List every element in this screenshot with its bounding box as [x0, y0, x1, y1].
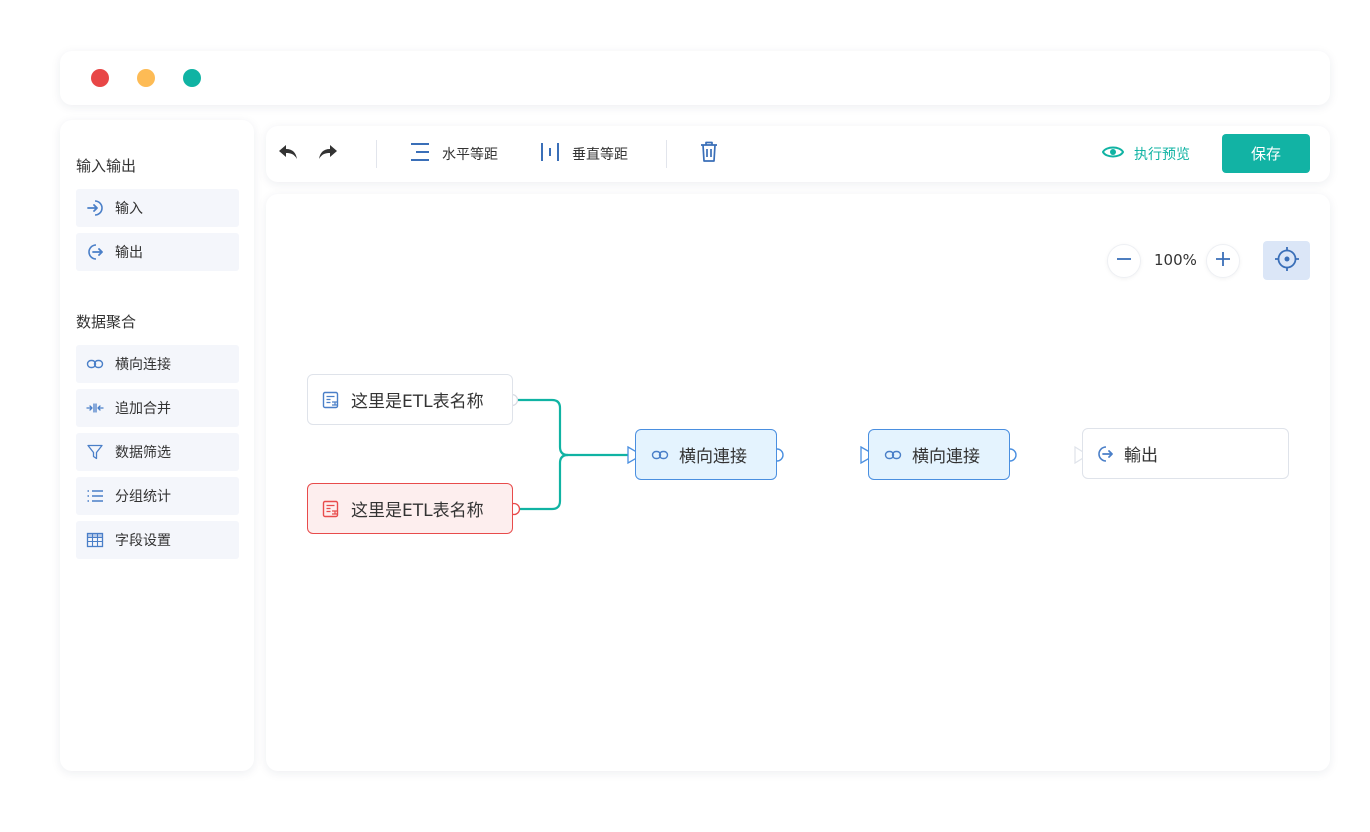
window-maximize-button[interactable] — [183, 69, 201, 87]
sidebar-item-horizontal-join[interactable]: 横向连接 — [76, 345, 239, 383]
sidebar-item-label: 输出 — [115, 245, 143, 261]
table-doc-icon — [321, 390, 341, 410]
horizontal-spacing-label: 水平等距 — [442, 147, 498, 163]
toolbar-divider — [376, 140, 377, 168]
window-minimize-button[interactable] — [137, 69, 155, 87]
preview-button[interactable]: 执行预览 — [1101, 140, 1190, 168]
sidebar-item-field-settings[interactable]: 字段设置 — [76, 521, 239, 559]
horizontal-spacing-icon — [408, 140, 432, 168]
group-title-aggregation: 数据聚合 — [76, 313, 137, 331]
preview-label: 执行预览 — [1134, 147, 1190, 163]
output-icon — [1096, 445, 1114, 463]
eye-icon — [1101, 144, 1125, 164]
node-label: 横向連接 — [679, 447, 747, 467]
node-label: 横向連接 — [912, 447, 980, 467]
vertical-spacing-icon — [538, 140, 562, 168]
sidebar-item-append-merge[interactable]: 追加合并 — [76, 389, 239, 427]
horizontal-join-node[interactable]: 横向連接 — [868, 429, 1010, 480]
sidebar-item-label: 分组统计 — [115, 489, 171, 505]
window-title-bar — [60, 51, 1330, 105]
locate-center-button[interactable] — [1263, 241, 1310, 280]
vertical-spacing-label: 垂直等距 — [572, 147, 628, 163]
toolbar-divider — [666, 140, 667, 168]
link-source1-join1 — [514, 398, 628, 457]
redo-button[interactable] — [316, 140, 340, 168]
output-node[interactable]: 輸出 — [1082, 428, 1289, 479]
vertical-spacing-button[interactable]: 垂直等距 — [538, 140, 628, 168]
sidebar-item-output[interactable]: 输出 — [76, 233, 239, 271]
link-icon — [86, 355, 104, 373]
sidebar-item-label: 数据筛选 — [115, 445, 171, 461]
horizontal-spacing-button[interactable]: 水平等距 — [408, 140, 498, 168]
toolbar: 水平等距 垂直等距 执行预览 保存 — [266, 126, 1330, 182]
input-icon — [86, 199, 104, 217]
table-doc-icon — [321, 499, 341, 519]
sidebar-item-label: 输入 — [115, 201, 143, 217]
redo-icon — [316, 140, 340, 168]
list-icon — [86, 487, 104, 505]
sidebar-item-label: 追加合并 — [115, 401, 171, 417]
link-icon — [651, 446, 669, 464]
output-icon — [86, 243, 104, 261]
source-table-node[interactable]: 这里是ETL表名称 — [307, 374, 513, 425]
save-button[interactable]: 保存 — [1222, 134, 1310, 173]
node-label: 这里是ETL表名称 — [351, 392, 484, 412]
sidebar-item-input[interactable]: 输入 — [76, 189, 239, 227]
zoom-out-button[interactable] — [1107, 244, 1141, 278]
window-close-button[interactable] — [91, 69, 109, 87]
delete-button[interactable] — [698, 140, 720, 168]
source-table-node-error[interactable]: 这里是ETL表名称 — [307, 483, 513, 534]
trash-icon — [698, 140, 720, 168]
node-label: 这里是ETL表名称 — [351, 501, 484, 521]
zoom-in-button[interactable] — [1206, 244, 1240, 278]
component-sidebar: 输入输出 输入 输出 数据聚合 横向连接 追加合并 数据筛选 分组统计 — [60, 120, 254, 771]
zoom-level: 100% — [1154, 251, 1197, 269]
sidebar-item-label: 字段设置 — [115, 533, 171, 549]
link-source2-join1 — [514, 453, 569, 511]
crosshair-icon — [1274, 246, 1300, 276]
sidebar-item-group-stats[interactable]: 分组统计 — [76, 477, 239, 515]
filter-icon — [86, 443, 104, 461]
undo-button[interactable] — [276, 140, 300, 168]
horizontal-join-node[interactable]: 横向連接 — [635, 429, 777, 480]
plus-icon — [1214, 250, 1232, 272]
sidebar-item-data-filter[interactable]: 数据筛选 — [76, 433, 239, 471]
table-icon — [86, 531, 104, 549]
group-title-io: 输入输出 — [76, 157, 137, 175]
link-icon — [884, 446, 902, 464]
append-merge-icon — [86, 399, 104, 417]
undo-icon — [276, 140, 300, 168]
node-label: 輸出 — [1124, 446, 1158, 466]
minus-icon — [1115, 250, 1133, 272]
sidebar-item-label: 横向连接 — [115, 357, 171, 373]
flow-canvas[interactable]: 100% 这里是ETL表名称 这里是ETL表名称 — [266, 194, 1330, 771]
